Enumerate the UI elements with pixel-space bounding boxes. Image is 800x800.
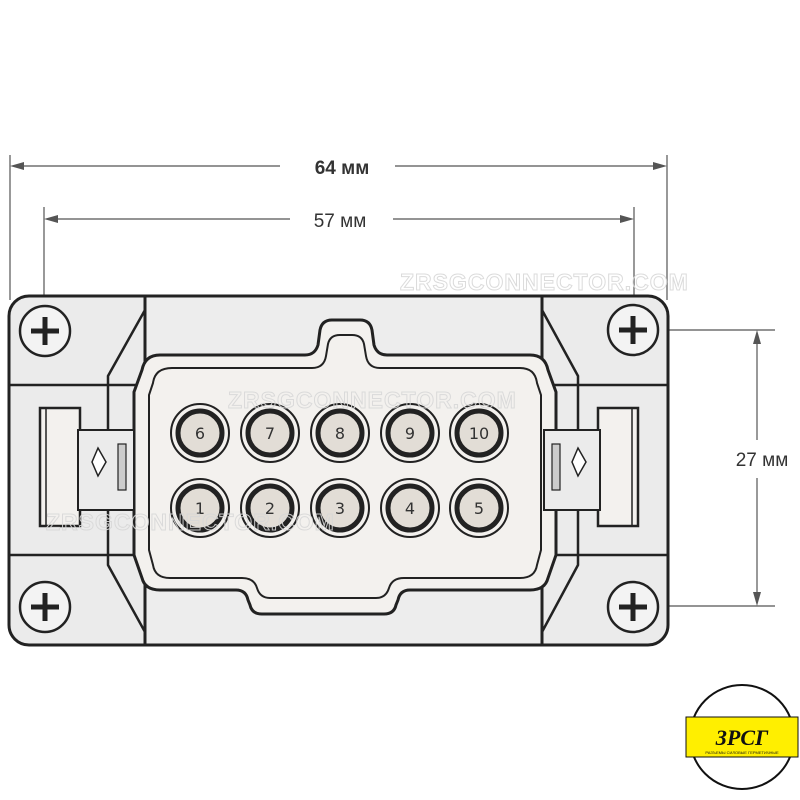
- pin-label: 10: [469, 424, 489, 443]
- pin-10: 10: [449, 403, 509, 463]
- pin-label: 3: [335, 499, 345, 518]
- watermark-text: ZRSGCONNECTOR.COM: [228, 387, 517, 413]
- pin-2: 2: [240, 478, 300, 538]
- watermark-text: ZRSGCONNECTOR.COM: [46, 509, 335, 535]
- dimension-overall-width: 64 мм: [9, 155, 668, 300]
- pin-4: 4: [380, 478, 440, 538]
- pin-7: 7: [240, 403, 300, 463]
- pin-label: 2: [265, 499, 275, 518]
- logo-tagline: РАЗЪЕМЫ СИЛОВЫЕ ГЕРМЕТИЧНЫЕ: [705, 750, 779, 755]
- pin-label: 7: [265, 424, 275, 443]
- pin-6: 6: [170, 403, 230, 463]
- pin-label: 8: [335, 424, 345, 443]
- screw-bottom-left: [18, 580, 72, 634]
- logo-text: ЗРСГ: [715, 725, 769, 750]
- overall-width-label: 64 мм: [315, 158, 370, 179]
- pin-label: 4: [405, 499, 415, 518]
- right-latch[interactable]: [543, 406, 640, 528]
- pin-8: 8: [310, 403, 370, 463]
- pin-label: 6: [195, 424, 205, 443]
- left-latch[interactable]: [38, 406, 135, 528]
- screw-top-left: [18, 304, 72, 358]
- zrsg-logo: ЗРСГ РАЗЪЕМЫ СИЛОВЫЕ ГЕРМЕТИЧНЫЕ: [685, 684, 799, 790]
- screw-top-right: [606, 303, 660, 357]
- dimension-hole-spacing: 57 мм: [43, 207, 635, 345]
- pin-row-bottom: 1 2 3 4 5: [170, 478, 509, 538]
- pin-label: 9: [405, 424, 415, 443]
- dimension-hole-height: 27 мм: [650, 329, 789, 607]
- screw-bottom-right: [606, 580, 660, 634]
- connector-insert: [132, 318, 558, 616]
- pin-label: 1: [195, 499, 205, 518]
- watermarks: ZRSGCONNECTOR.COM ZRSGCONNECTOR.COM ZRSG…: [46, 269, 689, 536]
- pin-row-top: 6 7 8 9 10: [170, 403, 509, 463]
- pin-5: 5: [449, 478, 509, 538]
- pin-label: 5: [474, 499, 484, 518]
- pin-3: 3: [310, 478, 370, 538]
- hole-height-label: 27 мм: [736, 450, 789, 471]
- pin-1: 1: [170, 478, 230, 538]
- watermark-text: ZRSGCONNECTOR.COM: [400, 269, 689, 295]
- pin-9: 9: [380, 403, 440, 463]
- hole-spacing-label: 57 мм: [314, 211, 367, 232]
